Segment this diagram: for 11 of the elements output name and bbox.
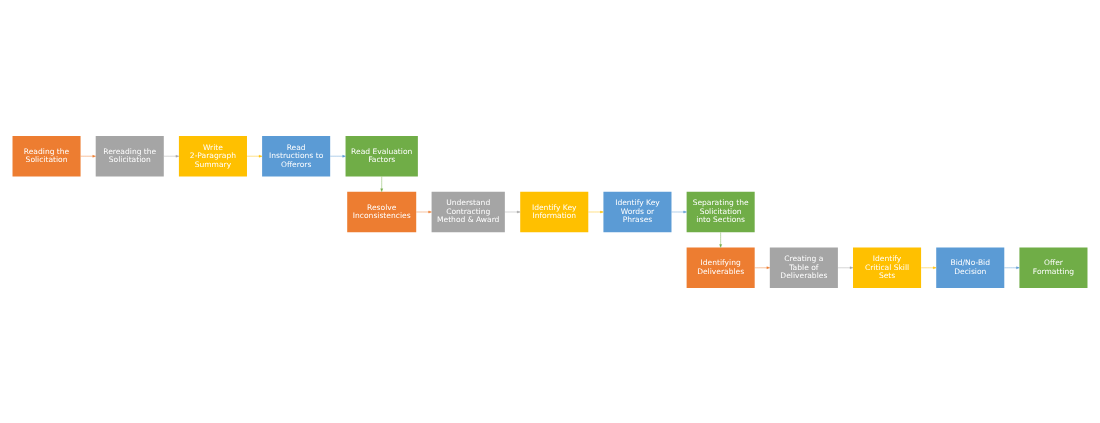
arrow bbox=[80, 154, 96, 157]
arrow bbox=[416, 210, 432, 213]
arrow bbox=[329, 154, 346, 157]
arrow bbox=[671, 210, 687, 213]
arrow bbox=[754, 266, 770, 269]
arrow bbox=[719, 231, 722, 248]
arrow bbox=[380, 175, 383, 192]
arrow bbox=[920, 266, 937, 269]
arrow bbox=[588, 210, 604, 213]
arrow bbox=[246, 154, 263, 157]
arrow bbox=[1004, 266, 1020, 269]
